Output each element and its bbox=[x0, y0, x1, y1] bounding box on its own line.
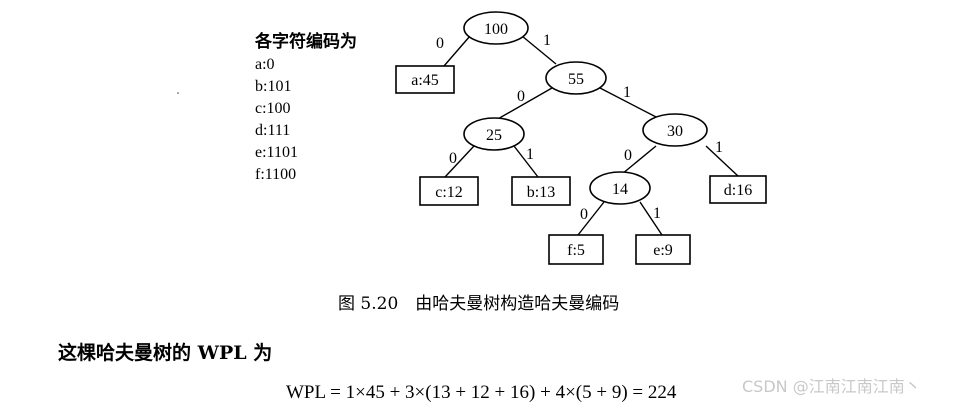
leaf-b-shape bbox=[511, 176, 571, 206]
leaf-b-label: b:13 bbox=[527, 184, 555, 201]
edge-label-25-c: 0 bbox=[449, 150, 457, 167]
edge-25-b bbox=[513, 145, 539, 178]
edge-label-100-55: 1 bbox=[543, 32, 551, 49]
node-14-shape bbox=[589, 171, 651, 205]
edge-label-55-30: 1 bbox=[623, 84, 631, 101]
edge-label-14-e: 1 bbox=[653, 205, 661, 222]
leaf-a-label: a:45 bbox=[411, 72, 439, 89]
node-30-label: 30 bbox=[667, 123, 683, 140]
node-100-shape bbox=[463, 11, 529, 45]
figure-caption: 图 5.20 由哈夫曼树构造哈夫曼编码 bbox=[338, 294, 619, 314]
leaf-nodes bbox=[395, 65, 767, 265]
edge-14-f bbox=[577, 201, 605, 236]
encoding-code-e: e:1101 bbox=[255, 144, 298, 161]
edge-label-30-d: 1 bbox=[715, 139, 723, 156]
edge-14-e bbox=[639, 201, 663, 236]
encoding-code-a: a:0 bbox=[255, 56, 275, 73]
edge-30-14 bbox=[621, 145, 657, 175]
edge-55-25 bbox=[495, 87, 553, 121]
edge-100-55 bbox=[521, 35, 557, 65]
encoding-code-c: c:100 bbox=[255, 100, 291, 117]
node-55-label: 55 bbox=[568, 71, 584, 88]
edge-label-14-f: 0 bbox=[580, 206, 588, 223]
leaf-f-label: f:5 bbox=[567, 242, 585, 259]
leaf-c-label: c:12 bbox=[435, 184, 463, 201]
encoding-code-d: d:111 bbox=[255, 122, 290, 139]
leaf-e-shape bbox=[635, 234, 691, 265]
node-25-shape bbox=[463, 117, 525, 151]
leaf-f-shape bbox=[548, 234, 604, 265]
node-25-label: 25 bbox=[486, 127, 502, 144]
edge-25-c bbox=[444, 145, 475, 178]
internal-node-labels: 100 55 25 30 14 bbox=[484, 21, 683, 198]
encoding-list: 各字符编码为 a:0 b:101 c:100 d:111 e:1101 f:11… bbox=[254, 31, 357, 183]
edge-100-a bbox=[443, 35, 471, 67]
tree-edges bbox=[443, 35, 739, 236]
leaf-e-label: e:9 bbox=[653, 242, 673, 259]
encoding-code-b: b:101 bbox=[255, 78, 291, 95]
edge-label-25-b: 1 bbox=[526, 146, 534, 163]
leaf-c-shape bbox=[419, 176, 479, 206]
leaf-a-shape bbox=[395, 65, 455, 94]
encoding-code-f: f:1100 bbox=[255, 166, 296, 183]
speck-dot bbox=[177, 92, 179, 94]
edge-55-30 bbox=[599, 87, 659, 119]
node-100-label: 100 bbox=[484, 21, 508, 38]
internal-nodes bbox=[463, 11, 708, 205]
wpl-heading: 这棵哈夫曼树的 WPL 为 bbox=[58, 341, 272, 364]
leaf-d-label: d:16 bbox=[724, 182, 752, 199]
edge-label-55-25: 0 bbox=[517, 88, 525, 105]
leaf-node-labels: a:45 c:12 b:13 d:16 f:5 e:9 bbox=[411, 72, 752, 259]
edge-label-100-a: 0 bbox=[436, 35, 444, 52]
encoding-title: 各字符编码为 bbox=[254, 31, 357, 52]
edge-labels: 0 1 0 1 0 1 0 1 0 1 bbox=[436, 32, 723, 223]
wpl-formula: WPL = 1×45 + 3×(13 + 12 + 16) + 4×(5 + 9… bbox=[286, 382, 677, 403]
edge-30-d bbox=[705, 145, 739, 177]
edge-label-30-14: 0 bbox=[624, 147, 632, 164]
node-14-label: 14 bbox=[612, 181, 628, 198]
leaf-d-shape bbox=[709, 175, 767, 204]
node-55-shape bbox=[545, 61, 607, 95]
watermark: CSDN @江南江南江南丶 bbox=[742, 377, 921, 396]
node-30-shape bbox=[642, 113, 708, 147]
